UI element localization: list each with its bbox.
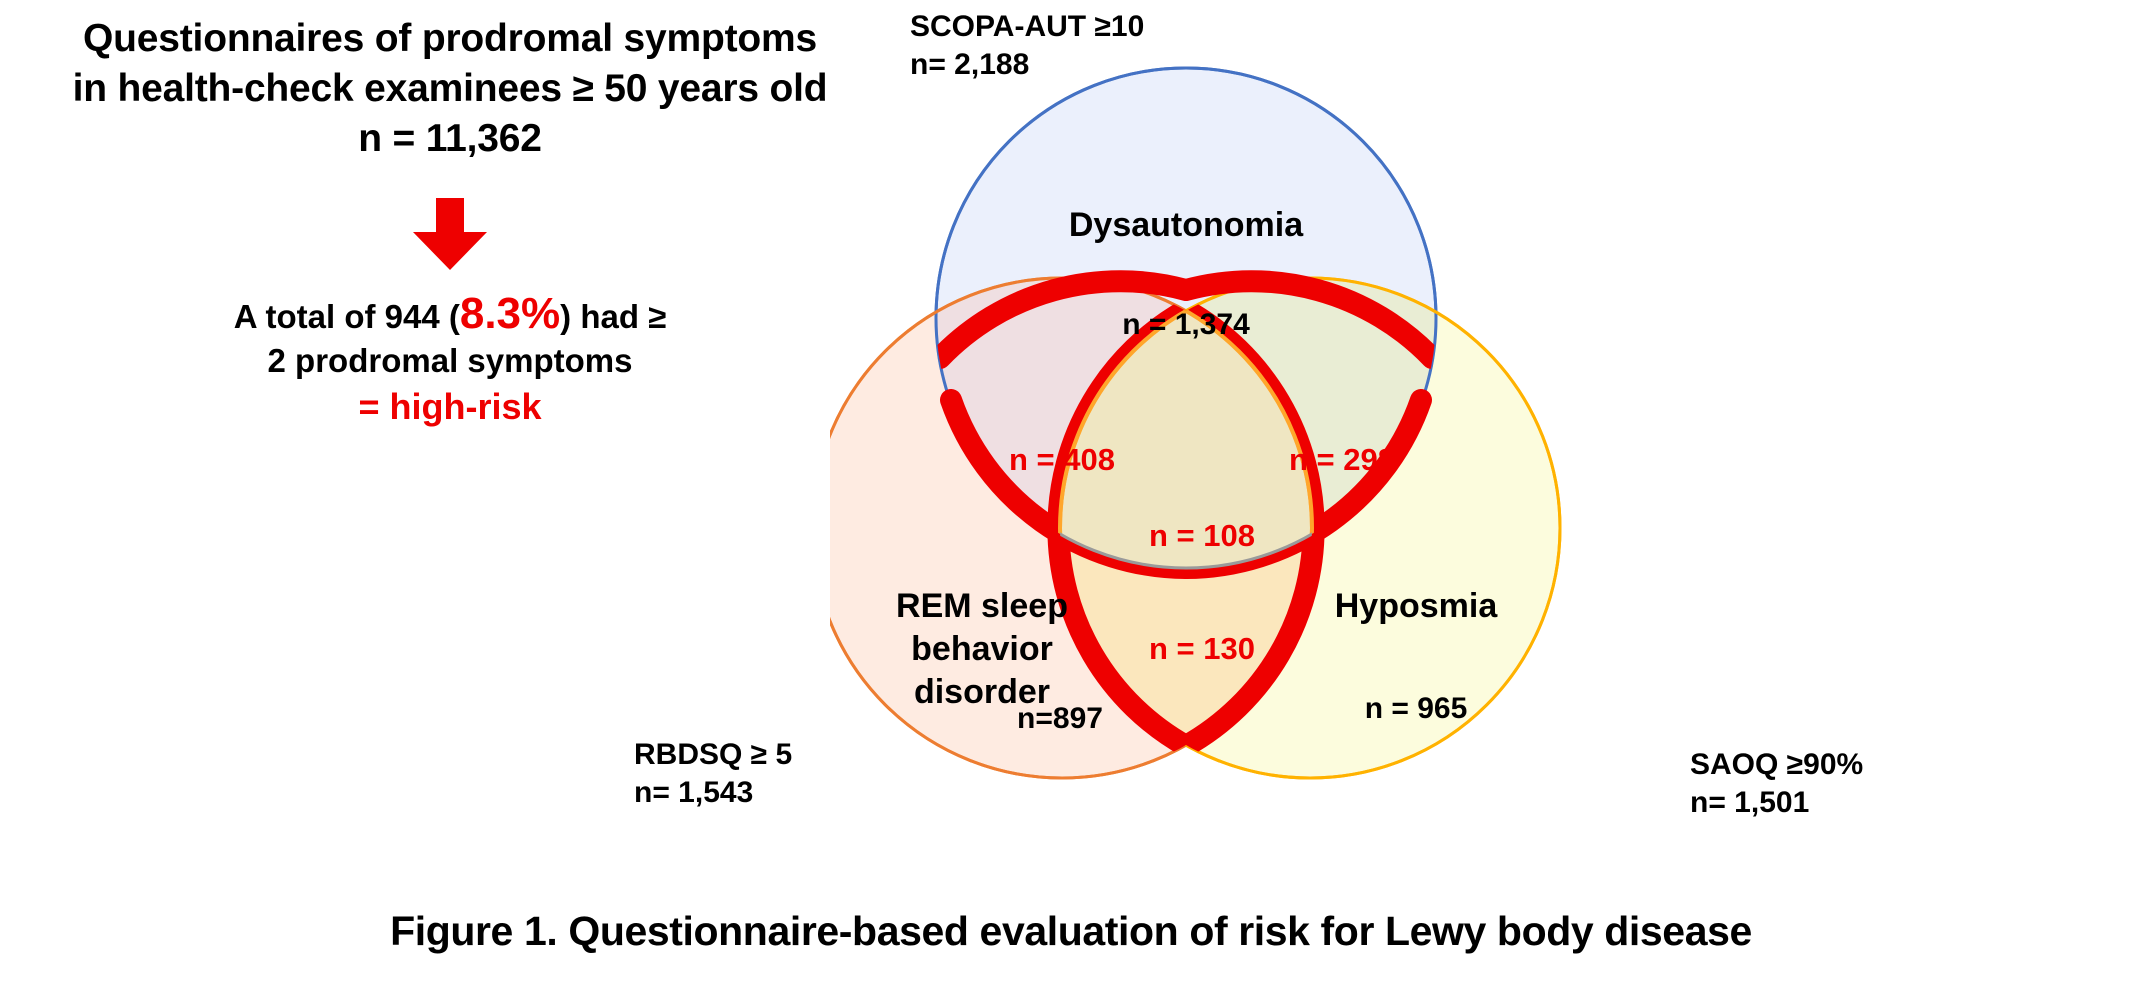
summary-line-1: A total of 944 (8.3%) had ≥ (0, 292, 900, 339)
headline-line-1: Questionnaires of prodromal symptoms (83, 17, 817, 60)
set-label-hyposmia: Hyposmia (1334, 587, 1498, 625)
summary-suffix: ) had ≥ (560, 298, 667, 335)
headline-text: Questionnaires of prodromal symptoms in … (0, 14, 900, 164)
set-label-dysautonomia: Dysautonomia (1068, 206, 1304, 244)
down-arrow-icon (413, 198, 487, 270)
flow-arrow-container (0, 198, 900, 272)
set-label-rbd-line-1: REM sleep (896, 587, 1068, 625)
intersection-count-dys-hyposmia: n = 298 (1289, 442, 1395, 477)
summary-prefix: A total of 944 ( (233, 298, 460, 335)
set-count-hyposmia: n = 965 (1364, 692, 1468, 725)
headline-line-3: n = 11,362 (358, 116, 542, 160)
intersection-count-rbd-hyposmia: n = 130 (1149, 631, 1255, 666)
set-count-rbd: n=897 (1017, 702, 1103, 735)
venn-diagram: SCOPA-AUT ≥10 n= 2,188 RBDSQ ≥ 5 n= 1,54… (634, 0, 2142, 880)
high-risk-tag: = high-risk (358, 386, 542, 428)
criteria-scopa-aut: SCOPA-AUT ≥10 n= 2,188 (910, 8, 1144, 84)
criteria-rbdsq-threshold: RBDSQ ≥ 5 (634, 738, 793, 771)
criteria-scopa-aut-count: n= 2,188 (910, 47, 1030, 81)
criteria-saoq-count: n= 1,501 (1690, 785, 1810, 819)
set-count-dysautonomia: n = 1,374 (1122, 308, 1250, 341)
set-label-rbd: REM sleep behavior disorder (852, 585, 1112, 713)
criteria-scopa-aut-threshold: SCOPA-AUT ≥10 (910, 10, 1145, 43)
criteria-rbdsq-count: n= 1,543 (634, 775, 754, 809)
summary-line-2: 2 prodromal symptoms (267, 342, 633, 380)
criteria-saoq: SAOQ ≥90% n= 1,501 (1690, 746, 1863, 822)
headline-line-2: in health-check examinees ≥ 50 years old (72, 66, 828, 110)
lower-lens-top-outline (1060, 278, 1312, 570)
high-risk-summary: A total of 944 (8.3%) had ≥ 2 prodromal … (0, 292, 900, 432)
intersection-count-dys-rbd: n = 408 (1009, 442, 1115, 477)
high-risk-percent: 8.3% (459, 289, 561, 338)
criteria-rbdsq: RBDSQ ≥ 5 n= 1,543 (634, 736, 792, 812)
figure-caption: Figure 1. Questionnaire-based evaluation… (390, 908, 1752, 954)
triple-overlap-outline (1058, 278, 1314, 568)
intersection-count-all-three: n = 108 (1149, 518, 1255, 553)
criteria-saoq-threshold: SAOQ ≥90% (1690, 748, 1864, 781)
set-label-rbd-line-2: behavior (911, 629, 1053, 668)
study-headline: Questionnaires of prodromal symptoms in … (0, 14, 900, 164)
venn-svg (830, 66, 1562, 780)
set-label-rbd-line-3: disorder (913, 672, 1051, 711)
